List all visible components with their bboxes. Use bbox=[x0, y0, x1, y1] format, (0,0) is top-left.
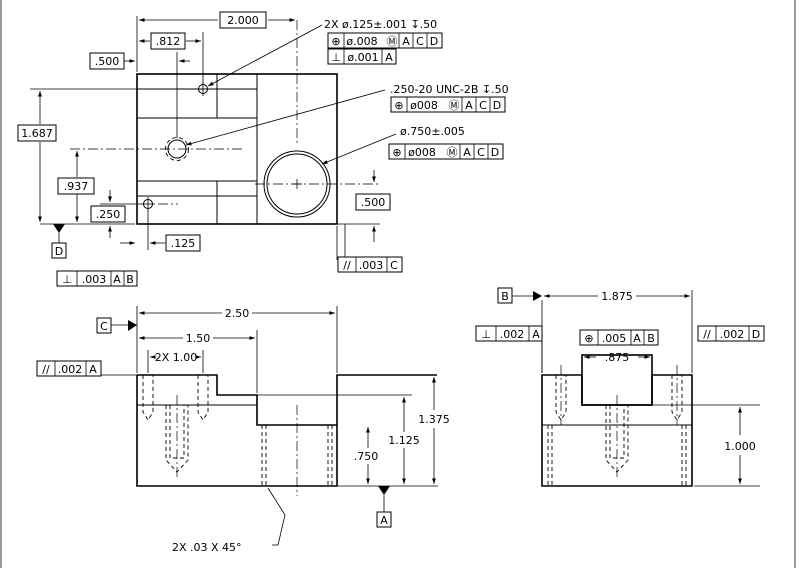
dim-1125: 1.125 bbox=[388, 434, 420, 447]
dim-812: .812 bbox=[156, 35, 181, 48]
svg-text:A: A bbox=[113, 273, 121, 286]
fcf-parallel-d-side: // .002 D bbox=[697, 325, 765, 342]
svg-text:A: A bbox=[385, 51, 393, 64]
front-view-callouts: C // .002 A A 2X .03 X 45° bbox=[36, 317, 392, 554]
svg-text:.003: .003 bbox=[359, 259, 384, 272]
svg-text:D: D bbox=[493, 99, 501, 112]
dim-1875: 1.875 bbox=[601, 290, 633, 303]
front-view-dimensions: 2.50 1.50 2X 1.00 1.375 1.125 .750 bbox=[136, 306, 450, 487]
fcf-parallel-a-front: // .002 A bbox=[36, 360, 102, 377]
svg-text://: // bbox=[703, 328, 711, 341]
svg-text:.002: .002 bbox=[500, 328, 525, 341]
fcf-bore-position: ⊕ ø008 Ⓜ A C D bbox=[388, 143, 504, 160]
datum-d-box bbox=[51, 242, 67, 259]
svg-text:Ⓜ: Ⓜ bbox=[387, 35, 398, 48]
side-view bbox=[541, 354, 693, 487]
dim-1000: 1.000 bbox=[724, 440, 756, 453]
svg-text:.002: .002 bbox=[58, 363, 83, 376]
svg-text:⊥: ⊥ bbox=[62, 273, 72, 286]
dim-2000: 2.000 bbox=[227, 14, 259, 27]
dim-937: .937 bbox=[64, 180, 89, 193]
dim-750: .750 bbox=[354, 450, 379, 463]
svg-text:ø008: ø008 bbox=[410, 99, 438, 112]
note-hole1: 2X ø.125±.001 ↧.50 bbox=[324, 18, 437, 31]
dim-500: .500 bbox=[95, 55, 120, 68]
side-view-dimensions: 1.875 .875 1.000 bbox=[541, 290, 760, 487]
svg-text:A: A bbox=[633, 332, 641, 345]
svg-text:ø008: ø008 bbox=[408, 146, 436, 159]
svg-text:A: A bbox=[465, 99, 473, 112]
note-chamfer: 2X .03 X 45° bbox=[172, 541, 242, 554]
svg-text:.003: .003 bbox=[82, 273, 107, 286]
svg-text:ø.008: ø.008 bbox=[346, 35, 377, 48]
dim-2000-box bbox=[219, 11, 267, 29]
svg-text:C: C bbox=[479, 99, 487, 112]
dim-250: .250 bbox=[96, 208, 121, 221]
svg-text:B: B bbox=[126, 273, 134, 286]
top-view bbox=[70, 20, 380, 225]
fcf-position-ab-side: ⊕ .005 A B bbox=[579, 329, 659, 346]
top-view-dimensions: 2.000 .812 .500 1.687 .937 .250 bbox=[17, 11, 391, 260]
datum-b: B bbox=[501, 290, 509, 303]
svg-text:D: D bbox=[430, 35, 438, 48]
fcf-hole1-position: ⊕ ø.008 Ⓜ A C D bbox=[327, 32, 443, 49]
svg-text://: // bbox=[343, 259, 351, 272]
datum-d: D bbox=[55, 245, 63, 258]
svg-text:⊕: ⊕ bbox=[331, 35, 340, 48]
svg-text:A: A bbox=[463, 146, 471, 159]
front-view-outline bbox=[136, 374, 437, 487]
fcf-thread-position: ⊕ ø008 Ⓜ A C D bbox=[390, 96, 506, 113]
svg-text:C: C bbox=[390, 259, 398, 272]
dim-1687: 1.687 bbox=[21, 127, 53, 140]
svg-text:ø.001: ø.001 bbox=[347, 51, 378, 64]
note-bore: ø.750±.005 bbox=[400, 125, 465, 138]
svg-text:⊕: ⊕ bbox=[392, 146, 401, 159]
svg-text:⊕: ⊕ bbox=[394, 99, 403, 112]
svg-text:Ⓜ: Ⓜ bbox=[449, 99, 460, 112]
dim-875: .875 bbox=[605, 351, 630, 364]
svg-text:A: A bbox=[532, 328, 540, 341]
side-view-callouts: B ⊥ .002 A ⊕ .005 A B // .002 bbox=[475, 287, 765, 373]
svg-text:⊕: ⊕ bbox=[584, 332, 593, 345]
dim-1375: 1.375 bbox=[418, 413, 450, 426]
dim-150: 1.50 bbox=[186, 332, 211, 345]
note-thread: .250-20 UNC-2B ↧.50 bbox=[390, 83, 509, 96]
svg-text:⊥: ⊥ bbox=[481, 328, 491, 341]
top-view-callouts: 2X ø.125±.001 ↧.50 ⊕ ø.008 Ⓜ A C D ⊥ ø.0… bbox=[40, 18, 509, 287]
fcf-parallel-c: // .003 C bbox=[337, 224, 403, 273]
front-view bbox=[136, 374, 437, 496]
svg-text:Ⓜ: Ⓜ bbox=[447, 146, 458, 159]
svg-text:A: A bbox=[402, 35, 410, 48]
fcf-perpendicular-ab: ⊥ .003 A B bbox=[56, 270, 138, 287]
svg-text:.005: .005 bbox=[602, 332, 627, 345]
dim-2x-100: 2X 1.00 bbox=[155, 351, 198, 364]
fcf-perpendicular-a-side: ⊥ .002 A bbox=[475, 325, 543, 342]
datum-a-box bbox=[376, 511, 392, 528]
svg-text:C: C bbox=[416, 35, 424, 48]
dim-500-right: .500 bbox=[361, 196, 386, 209]
datum-a: A bbox=[380, 514, 388, 527]
svg-text:D: D bbox=[752, 328, 760, 341]
svg-text:.002: .002 bbox=[720, 328, 745, 341]
dim-250-front: 2.50 bbox=[225, 307, 250, 320]
datum-c-box bbox=[96, 317, 112, 334]
svg-text:B: B bbox=[647, 332, 655, 345]
fcf-hole1-perpendicular: ⊥ ø.001 A bbox=[327, 48, 397, 65]
datum-c: C bbox=[100, 320, 108, 333]
svg-text://: // bbox=[42, 363, 50, 376]
datum-b-box bbox=[497, 287, 513, 304]
dim-125: .125 bbox=[171, 237, 196, 250]
svg-text:⊥: ⊥ bbox=[331, 51, 341, 64]
svg-text:A: A bbox=[89, 363, 97, 376]
svg-text:C: C bbox=[477, 146, 485, 159]
svg-text:D: D bbox=[491, 146, 499, 159]
